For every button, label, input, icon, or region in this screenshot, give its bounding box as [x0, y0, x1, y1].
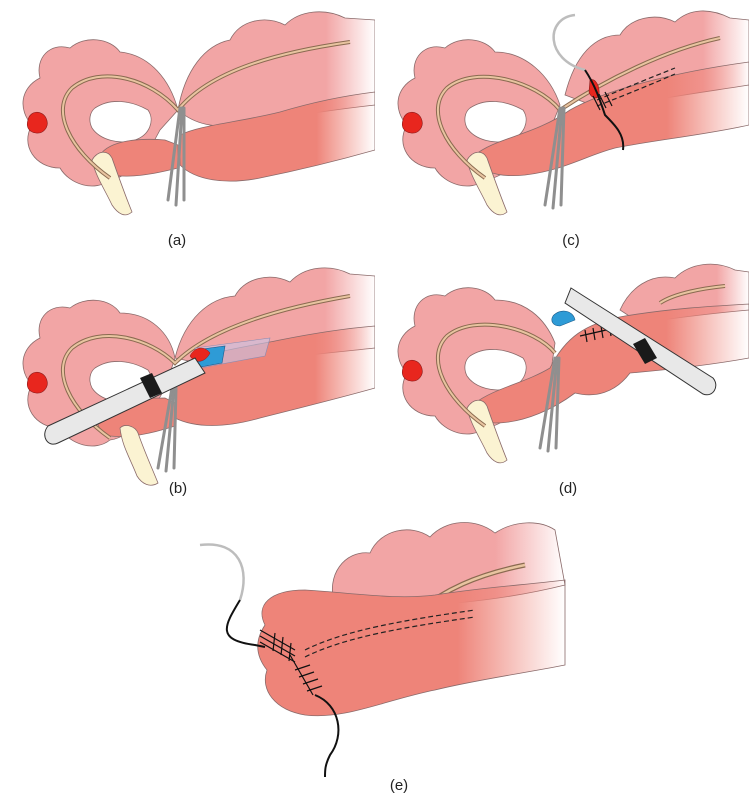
panel-e-label: (e): [389, 777, 409, 794]
stapler-icon: [551, 287, 717, 396]
panel-c-drawing: [397, 10, 749, 216]
fat-pad: [119, 425, 159, 486]
clamp: [166, 106, 186, 207]
staple-line: [304, 609, 476, 651]
panel-a-drawing: [22, 11, 375, 216]
bowel: [257, 579, 566, 717]
panel-d-drawing: [397, 263, 749, 464]
suture-stitches: [259, 629, 323, 696]
panel-a-label: (a): [167, 232, 187, 249]
panel-c-label: (c): [562, 232, 580, 249]
needle-icon: [552, 13, 586, 72]
fat-pad: [91, 151, 133, 216]
fat-pad: [466, 399, 508, 464]
stapler-icon: [44, 337, 271, 445]
panel-e: (e): [185, 515, 749, 794]
panel-b: (b): [0, 258, 375, 503]
lesion: [401, 111, 423, 134]
lesion: [26, 371, 48, 394]
panel-a: (a): [0, 0, 375, 255]
suture: [225, 599, 266, 648]
panel-d: (d): [375, 258, 749, 503]
bowel-right: [179, 91, 375, 182]
suture: [584, 69, 625, 151]
suture-stitches: [592, 91, 613, 111]
panel-d-label: (d): [558, 480, 578, 497]
fat-pad: [466, 151, 508, 216]
needle-icon: [199, 543, 245, 601]
panel-b-label: (b): [168, 480, 188, 497]
clamp: [538, 356, 561, 453]
panel-c: (c): [375, 0, 749, 255]
clamp: [156, 386, 178, 473]
clamp: [543, 106, 566, 210]
lesion: [26, 111, 48, 134]
lesion: [401, 359, 423, 382]
panel-e-drawing: [199, 522, 566, 778]
panel-b-drawing: [22, 267, 375, 486]
staple-line: [596, 67, 676, 101]
